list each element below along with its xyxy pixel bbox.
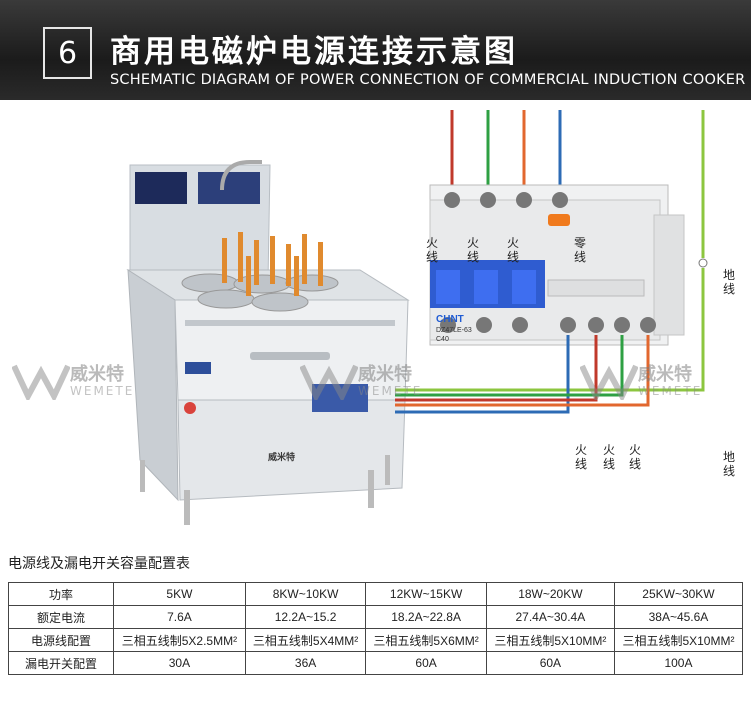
table-cell: 8KW~10KW (244, 582, 367, 606)
table-cell: 30A (113, 651, 246, 675)
wire-label-live-2: 火线 (466, 236, 479, 264)
breaker-image (429, 184, 708, 346)
watermark-cn: 威米特 (638, 363, 692, 385)
table-cell: 60A (365, 651, 487, 675)
wire-label-live-1: 火线 (425, 236, 438, 264)
table-cell: 7.6A (113, 605, 246, 629)
table-cell: 额定电流 (8, 605, 114, 629)
page-subtitle: SCHEMATIC DIAGRAM OF POWER CONNECTION OF… (110, 72, 746, 88)
spec-table: 功率 5KW 8KW~10KW 12KW~15KW 18W~20KW 25KW~… (8, 582, 744, 675)
table-cell: 漏电开关配置 (8, 651, 114, 675)
wire-label-ground-top: 地线 (722, 268, 735, 296)
watermark-en: WEMETE (70, 383, 135, 398)
table-cell: 18W~20KW (485, 582, 615, 606)
output-wires (395, 335, 650, 414)
table-cell: 100A (613, 651, 744, 675)
wire-label-out-live-3: 火线 (628, 443, 641, 471)
table-cell: 36A (244, 651, 367, 675)
table-cell: 27.4A~30.4A (485, 605, 615, 629)
table-row: 电源线配置 三相五线制5X2.5MM² 三相五线制5X4MM² 三相五线制5X6… (8, 628, 744, 652)
wire-label-out-live-1: 火线 (574, 443, 587, 471)
table-cell: 38A~45.6A (613, 605, 744, 629)
watermark-en: WEMETE (358, 383, 423, 398)
table-cell: 12.2A~15.2 (244, 605, 367, 629)
table-cell: 三相五线制5X10MM² (485, 628, 615, 652)
wiring-diagram: 火线 火线 火线 零线 地线 地线 火线 火线 火线 CHNT DZ47LE-6… (0, 100, 751, 540)
wire-label-out-live-2: 火线 (602, 443, 615, 471)
table-cell: 12KW~15KW (365, 582, 487, 606)
table-cell: 三相五线制5X10MM² (613, 628, 744, 652)
machine-brand-plate: 威米特 (268, 453, 296, 463)
table-row: 功率 5KW 8KW~10KW 12KW~15KW 18W~20KW 25KW~… (8, 582, 744, 606)
table-cell: 功率 (8, 582, 114, 606)
table-cell: 18.2A~22.8A (365, 605, 487, 629)
wire-label-neutral: 零线 (573, 236, 586, 264)
table-row: 额定电流 7.6A 12.2A~15.2 18.2A~22.8A 27.4A~3… (8, 605, 744, 629)
watermark-en: WEMETE (638, 383, 703, 398)
page-title: 商用电磁炉电源连接示意图 (110, 34, 518, 70)
wiring-illustration (126, 110, 708, 525)
step-number: 6 (43, 27, 92, 79)
table-cell: 5KW (113, 582, 246, 606)
induction-cooker-image (126, 160, 410, 525)
table-cell: 电源线配置 (8, 628, 114, 652)
table-cell: 60A (485, 651, 615, 675)
wemete-logo-icon (12, 364, 70, 400)
table-row: 漏电开关配置 30A 36A 60A 60A 100A (8, 651, 744, 675)
breaker-model: DZ47LE-63 (436, 327, 472, 334)
table-cell: 三相五线制5X6MM² (365, 628, 487, 652)
table-cell: 25KW~30KW (613, 582, 744, 606)
wemete-logo-icon (580, 364, 638, 400)
header-banner: 6 商用电磁炉电源连接示意图 SCHEMATIC DIAGRAM OF POWE… (0, 0, 751, 100)
table-caption: 电源线及漏电开关容量配置表 (8, 556, 190, 572)
breaker-rating: C40 (436, 336, 449, 343)
wire-label-live-3: 火线 (506, 236, 519, 264)
table-cell: 三相五线制5X2.5MM² (113, 628, 246, 652)
watermark-cn: 威米特 (70, 363, 124, 385)
wire-label-ground-bottom: 地线 (722, 450, 735, 478)
watermark-cn: 威米特 (358, 363, 412, 385)
table-cell: 三相五线制5X4MM² (244, 628, 367, 652)
breaker-brand: CHNT (436, 314, 464, 325)
wemete-logo-icon (300, 364, 358, 400)
